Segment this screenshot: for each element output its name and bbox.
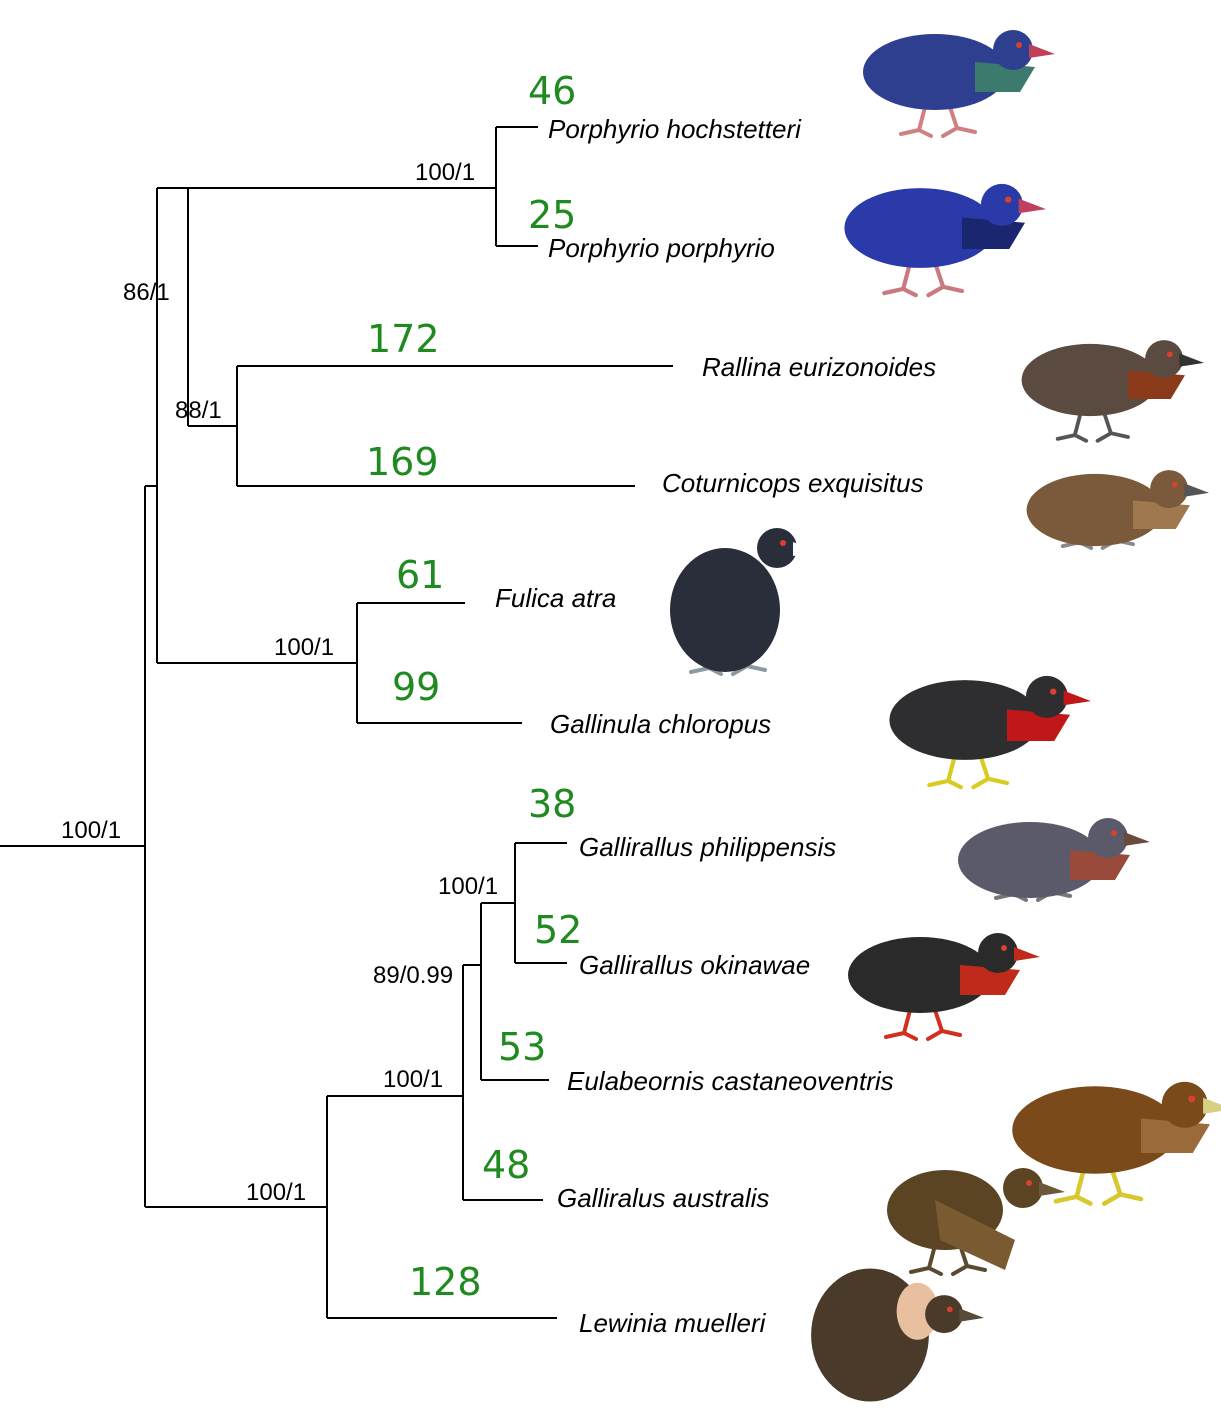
rail-bird-icon bbox=[958, 818, 1150, 900]
support-gallirallus-lewinia: 100/1 bbox=[246, 1179, 306, 1206]
taxon-label: Eulabeornis castaneoventris bbox=[567, 1066, 894, 1096]
count-label: 48 bbox=[482, 1143, 530, 1187]
rail-bird-icon bbox=[848, 933, 1040, 1039]
coot-bird-icon bbox=[670, 528, 819, 674]
taxon-label: Gallirallus okinawae bbox=[579, 950, 810, 980]
crake-bird-icon bbox=[1027, 470, 1209, 548]
count-label: 172 bbox=[367, 317, 440, 361]
moorhen-bird-icon bbox=[889, 676, 1091, 787]
taxon-label: Fulica atra bbox=[495, 583, 616, 613]
taxon-labels: Porphyrio hochstetteri Porphyrio porphyr… bbox=[495, 114, 936, 1338]
count-label: 61 bbox=[396, 553, 444, 597]
count-label: 128 bbox=[409, 1260, 482, 1304]
taxon-label: Gallirallus philippensis bbox=[579, 832, 836, 862]
takahe-bird-icon bbox=[863, 30, 1055, 136]
support-rallina-coturnicops: 88/1 bbox=[175, 397, 222, 424]
count-label: 38 bbox=[528, 782, 576, 826]
crake-bird-icon bbox=[1022, 340, 1204, 441]
weka-bird-icon bbox=[887, 1168, 1065, 1274]
support-gallirallus-core: 100/1 bbox=[383, 1066, 443, 1093]
taxon-label: Rallina eurizonoides bbox=[702, 352, 936, 382]
taxon-label: Porphyrio porphyrio bbox=[548, 233, 775, 263]
support-root: 100/1 bbox=[61, 817, 121, 844]
taxon-label: Lewinia muelleri bbox=[579, 1308, 767, 1338]
count-label: 169 bbox=[366, 440, 439, 484]
count-label: 52 bbox=[534, 908, 582, 952]
taxon-label: Galliralus australis bbox=[557, 1183, 769, 1213]
taxon-label: Coturnicops exquisitus bbox=[662, 468, 924, 498]
support-porphyrio: 100/1 bbox=[415, 159, 475, 186]
support-porphyrio-rallina: 86/1 bbox=[123, 279, 170, 306]
count-label: 53 bbox=[498, 1025, 546, 1069]
taxon-label: Porphyrio hochstetteri bbox=[548, 114, 802, 144]
count-label: 46 bbox=[528, 69, 576, 113]
count-label: 99 bbox=[392, 665, 440, 709]
support-fulica-gallinula: 100/1 bbox=[274, 634, 334, 661]
swamphen-bird-icon bbox=[844, 184, 1046, 295]
support-gallirallus-eulabeornis: 89/0.99 bbox=[373, 962, 453, 989]
taxon-label: Gallinula chloropus bbox=[550, 709, 771, 739]
count-label: 25 bbox=[528, 193, 576, 237]
rail-bird-icon bbox=[811, 1269, 984, 1402]
support-gallirallus-pair: 100/1 bbox=[438, 873, 498, 900]
